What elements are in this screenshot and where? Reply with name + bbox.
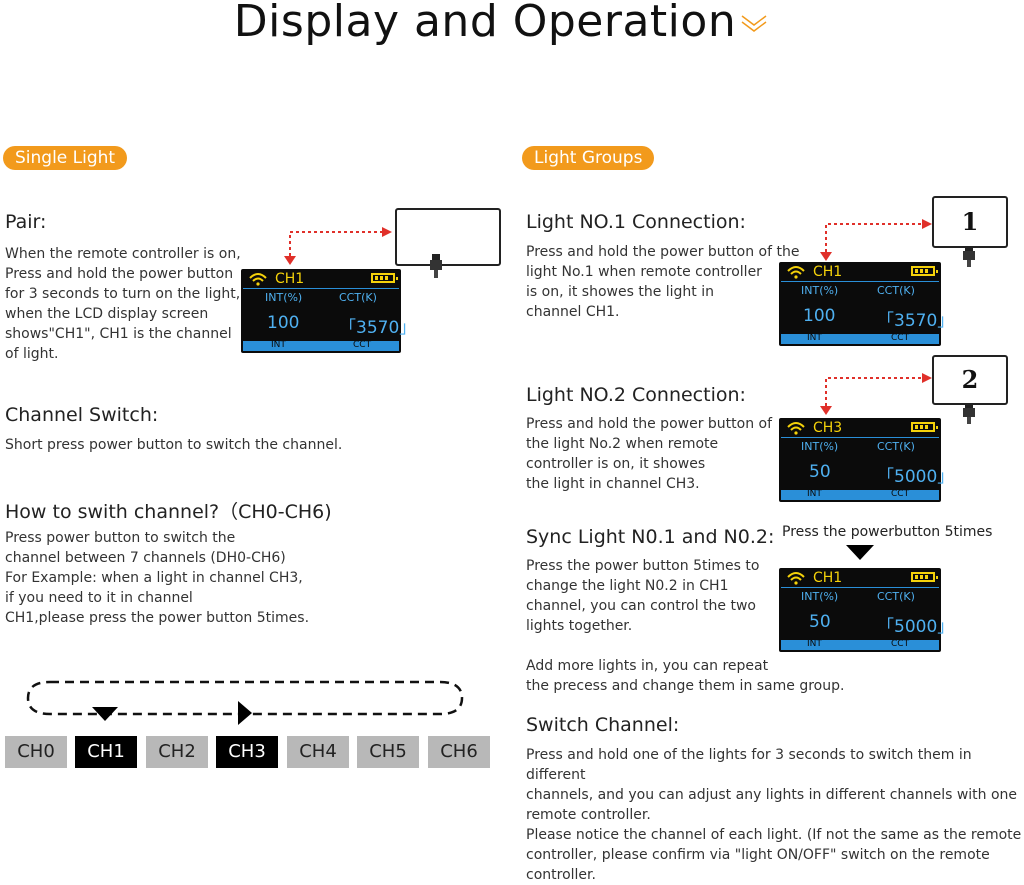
- channel-ch1: CH1: [75, 736, 137, 768]
- lcd-cct-bar: CCT: [353, 340, 372, 350]
- lcd-screen: CH3 INT(%) CCT(K) 50 「5000」 INT CCT: [779, 418, 954, 502]
- lcd-int-label: INT(%): [265, 291, 303, 304]
- light-groups-tag: Light Groups: [522, 146, 655, 170]
- channel-ch6: CH6: [428, 736, 490, 768]
- sync-text: Press the power button 5times to change …: [526, 558, 760, 634]
- panel-mount-icon: [963, 246, 975, 267]
- switch-channel-text: Press and hold one of the lights for 3 s…: [526, 747, 1018, 823]
- lcd-int-bar: INT: [807, 639, 822, 649]
- lcd-int-value: 100: [267, 313, 300, 333]
- lcd-int-label: INT(%): [801, 284, 839, 297]
- panel-mount-icon: [430, 254, 442, 278]
- battery-icon: [911, 422, 938, 432]
- lcd-cct-bar: CCT: [891, 333, 910, 343]
- single-light-tag: Single Light: [3, 146, 128, 170]
- lcd-int-value: 100: [803, 306, 836, 326]
- sync-heading: Sync Light N0.1 and N0.2:: [526, 526, 775, 548]
- light1-text: Press and hold the power button of the l…: [526, 244, 800, 320]
- lcd-cct-bar: CCT: [891, 639, 910, 649]
- sync-hint: Press the powerbutton 5times: [782, 524, 993, 540]
- lcd-int-label: INT(%): [801, 590, 839, 603]
- lcd-channel: CH1: [275, 271, 305, 287]
- channel-ch2: CH2: [146, 736, 208, 768]
- channel-ch3: CH3: [216, 736, 278, 768]
- lcd-channel: CH3: [813, 420, 843, 436]
- down-arrow-icon: [846, 545, 874, 560]
- wifi-icon: [787, 266, 805, 279]
- how-heading: How to swith channel?（CH0-CH6): [5, 501, 332, 523]
- battery-icon: [911, 572, 938, 582]
- channel-ch4: CH4: [287, 736, 349, 768]
- how-text: Press power button to switch the channel…: [5, 530, 310, 626]
- light1-panel: 1: [932, 196, 1008, 248]
- lcd-cct-value: 「3570」: [877, 311, 955, 331]
- lcd-cct-bar: CCT: [891, 489, 910, 499]
- switch-channel-heading: Switch Channel:: [526, 714, 680, 736]
- lcd-channel: CH1: [813, 264, 843, 280]
- battery-icon: [371, 273, 398, 283]
- channel-ch5: CH5: [357, 736, 419, 768]
- pair-heading: Pair:: [5, 211, 47, 233]
- lcd-int-bar: INT: [807, 333, 822, 343]
- lcd-screen: CH1 INT(%) CCT(K) 100 「3570」 INT CCT: [779, 262, 954, 346]
- channel-switch-heading: Channel Switch:: [5, 404, 159, 426]
- add-lights-text: Add more lights in, you can repeat the p…: [526, 658, 845, 694]
- light1-arrow: [820, 219, 932, 261]
- notice-text: Please notice the channel of each light.…: [526, 827, 1022, 883]
- lcd-cct-value: 「5000」: [877, 467, 955, 487]
- wifi-icon: [787, 572, 805, 585]
- lcd-int-label: INT(%): [801, 440, 839, 453]
- wifi-icon: [787, 422, 805, 435]
- pair-arrow: [284, 227, 392, 265]
- lcd-screen: CH1 INT(%) CCT(K) 50 「5000」 INT CCT: [779, 568, 954, 652]
- lcd-int-bar: INT: [271, 340, 286, 350]
- lcd-int-bar: INT: [807, 489, 822, 499]
- lcd-cct-value: 「5000」: [877, 617, 955, 637]
- lcd-cct-label: CCT(K): [877, 440, 915, 453]
- channel-cycle-arrow: [26, 680, 464, 725]
- lcd-screen: CH1 INT(%) CCT(K) 100 「3570」 INT CCT: [241, 269, 416, 353]
- lcd-cct-value: 「3570」: [339, 318, 417, 338]
- lcd-cct-label: CCT(K): [339, 291, 377, 304]
- lcd-cct-label: CCT(K): [877, 284, 915, 297]
- battery-icon: [911, 266, 938, 276]
- lcd-int-value: 50: [809, 612, 831, 632]
- page-title: Display and Operation: [233, 0, 737, 47]
- light-panel: [395, 208, 501, 266]
- channel-switch-text: Short press power button to switch the c…: [5, 437, 343, 453]
- light1-heading: Light NO.1 Connection:: [526, 211, 746, 233]
- lcd-channel: CH1: [813, 570, 843, 586]
- pair-text: When the remote controller is on, Press …: [5, 246, 241, 362]
- lcd-int-value: 50: [809, 462, 831, 482]
- light2-arrow: [820, 373, 932, 415]
- light2-panel: 2: [932, 355, 1008, 405]
- channel-ch0: CH0: [5, 736, 67, 768]
- panel-mount-icon: [963, 403, 975, 424]
- light2-text: Press and hold the power button of the l…: [526, 416, 773, 492]
- light2-heading: Light NO.2 Connection:: [526, 384, 746, 406]
- chevron-down-icon: [741, 15, 767, 32]
- wifi-icon: [249, 273, 267, 286]
- lcd-cct-label: CCT(K): [877, 590, 915, 603]
